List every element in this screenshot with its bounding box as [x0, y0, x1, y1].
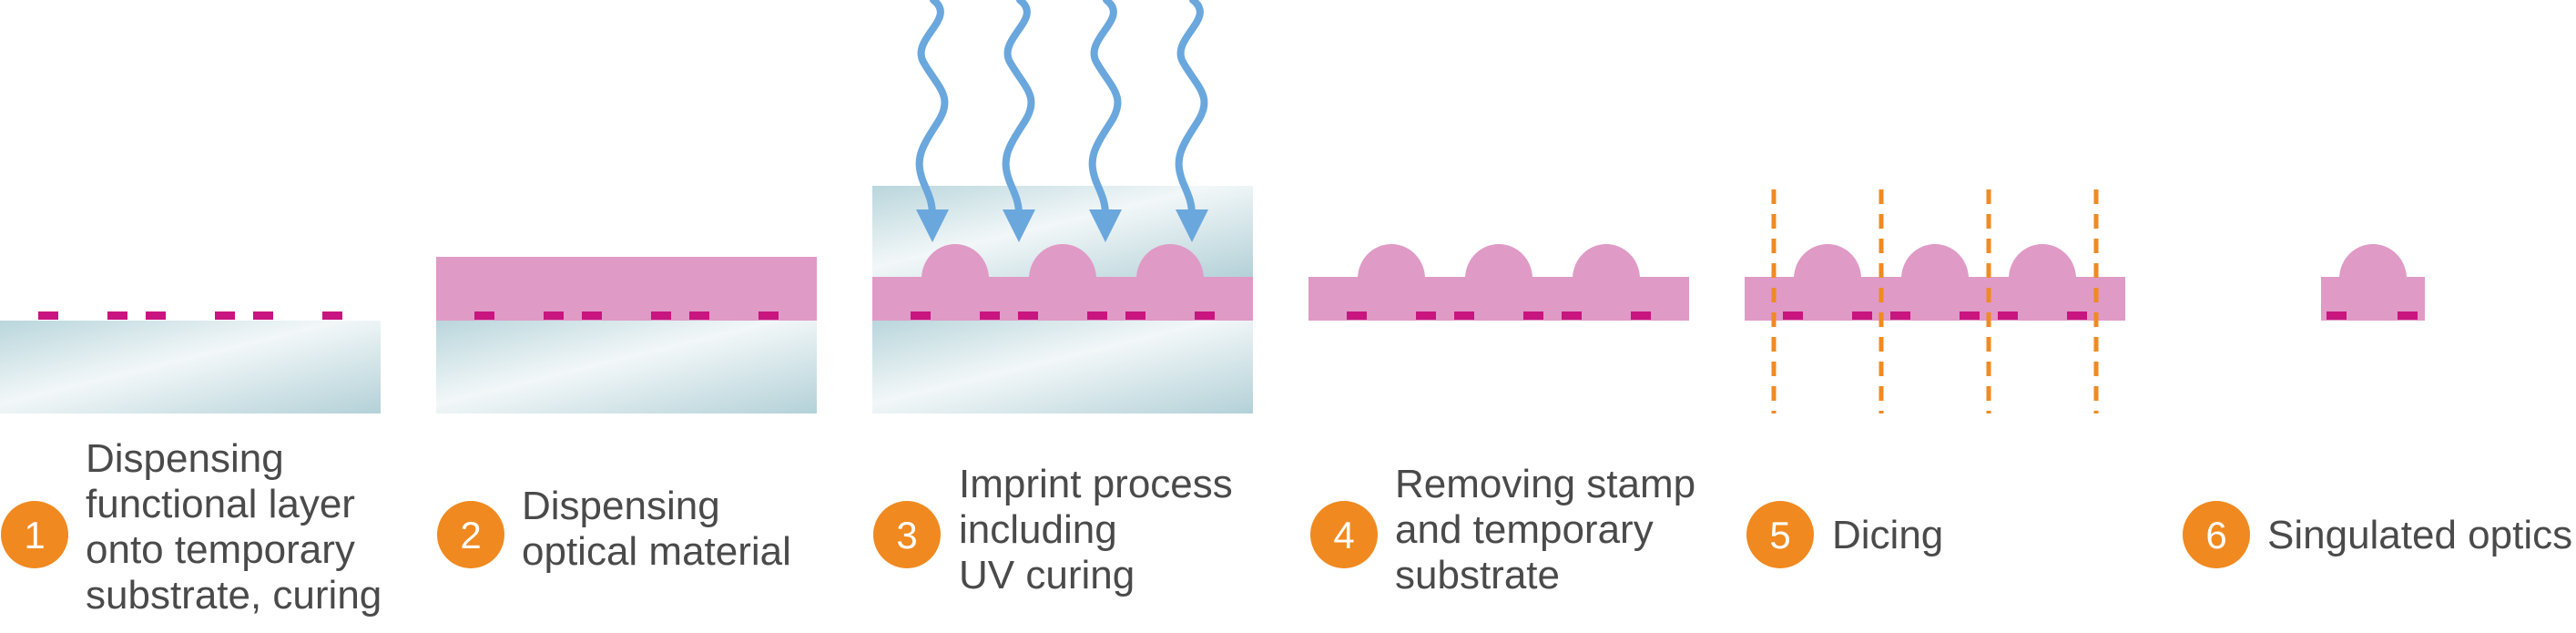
functional-layer-dots — [1347, 311, 1651, 320]
temporary-substrate — [0, 321, 381, 413]
uv-light-arrows — [915, 0, 1208, 219]
lens-domes — [1794, 244, 2076, 279]
step-6-illustration — [2321, 244, 2425, 321]
step-2-badge — [437, 501, 504, 568]
step-1-label: Dispensing functional layer onto tempora… — [86, 436, 382, 618]
optical-material-layer — [1745, 277, 2125, 321]
step-1-caption: 1 Dispensing functional layer onto tempo… — [1, 436, 382, 618]
uv-arrowheads — [916, 209, 1208, 242]
step-6-label: Singulated optics — [2267, 513, 2572, 557]
functional-layer-dots — [38, 311, 342, 320]
step-5-caption: 5 Dicing — [1746, 501, 1943, 568]
lens-domes — [921, 244, 1204, 279]
optical-material-layer — [1308, 277, 1689, 321]
step-2-number: 2 — [460, 514, 481, 556]
temporary-substrate — [436, 321, 817, 413]
step-4-illustration — [1308, 244, 1689, 321]
step-3-label: Imprint process including UV curing — [959, 462, 1244, 597]
step-5-number: 5 — [1769, 514, 1790, 556]
step-2-illustration — [436, 257, 817, 413]
step-6-number: 6 — [2205, 514, 2226, 556]
uv-arrow-3 — [1088, 0, 1122, 219]
step-6-badge — [2183, 501, 2250, 568]
step-4-caption: 4 Removing stamp and temporary substrate — [1310, 462, 1706, 597]
step-1-badge — [1, 501, 68, 568]
lens-domes — [1358, 244, 1640, 279]
step-3-number: 3 — [896, 514, 917, 556]
step-3-badge — [873, 501, 941, 568]
temporary-substrate — [872, 321, 1253, 413]
functional-layer-dots — [1783, 311, 2087, 320]
step-1-illustration — [0, 311, 381, 413]
optical-material-layer — [436, 257, 817, 321]
functional-layer-dots — [911, 311, 1215, 320]
functional-layer-dots — [474, 311, 779, 320]
dicing-lines — [1771, 189, 2099, 413]
lens-dome — [2339, 244, 2407, 279]
step-2-label: Dispensing optical material — [522, 484, 791, 574]
functional-layer-dots — [2327, 311, 2418, 320]
optical-material-layer — [872, 277, 1253, 321]
step-5-badge — [1746, 501, 1814, 568]
step-1-number: 1 — [24, 514, 45, 556]
step-2-caption: 2 Dispensing optical material — [437, 484, 791, 574]
step-4-badge — [1310, 501, 1378, 568]
step-4-number: 4 — [1333, 514, 1354, 556]
uv-arrow-1 — [915, 0, 949, 219]
uv-arrow-4 — [1175, 0, 1208, 219]
uv-arrow-2 — [1002, 0, 1035, 219]
step-6-caption: 6 Singulated optics — [2183, 501, 2572, 568]
step-5-label: Dicing — [1832, 513, 1943, 557]
step-4-label: Removing stamp and temporary substrate — [1395, 462, 1706, 597]
step-3-caption: 3 Imprint process including UV curing — [873, 462, 1244, 597]
step-5-illustration — [1745, 189, 2125, 413]
step-3-illustration — [872, 0, 1253, 413]
